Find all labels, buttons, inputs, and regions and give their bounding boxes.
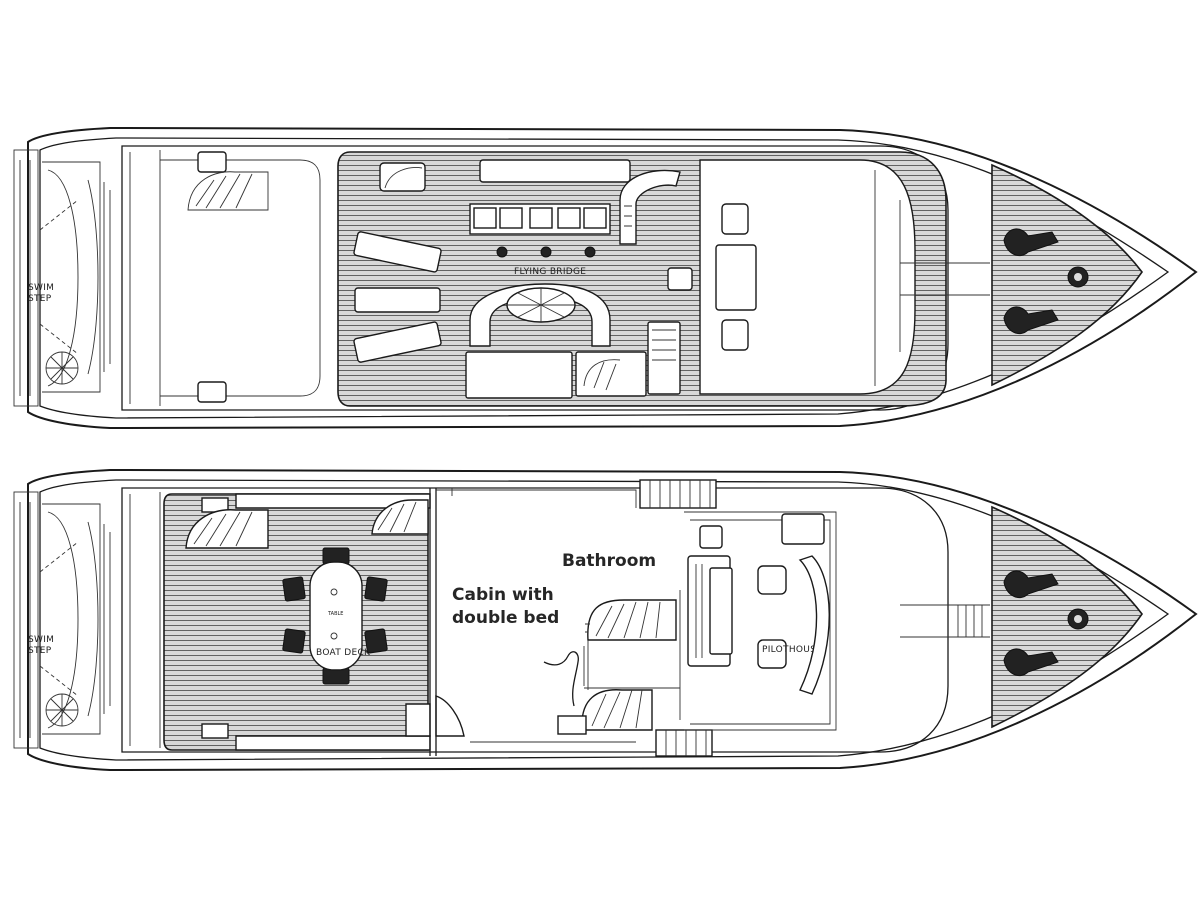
cabin-callout-line-2: double bed [452,608,560,628]
upper-hull-outline [27,126,1198,430]
upper-deck-plan: SWIM STEP [13,126,1198,430]
bridge-dinette [469,283,611,347]
main-swim-step-label-1: SWIM [28,635,54,645]
upper-swim-step-label-2: STEP [28,294,52,304]
table-label: TABLE [327,611,343,617]
main-hull-outline [27,468,1198,772]
sun-loungers [353,231,442,363]
upper-swim-step-label-1: SWIM [28,283,54,293]
main-hull-inner [39,479,1170,761]
main-deck-plan: SWIM STEP TABLE BOAT DECK [13,468,1198,772]
upper-superstructure [121,145,949,411]
bathroom-callout: Bathroom [562,551,657,571]
pilothouse-label: PILOTHOUSE [762,645,822,655]
main-swim-step-label-2: STEP [28,646,52,656]
main-foredeck [991,505,1143,729]
boat-deck-dining [282,547,388,685]
flying-bridge-label: FLYING BRIDGE [514,267,586,277]
pilothouse-settee [687,555,733,667]
bridge-bar [469,203,611,258]
upper-foredeck [991,163,1143,387]
cabin-stairs [581,599,677,731]
boat-deck-label: BOAT DECK [316,648,371,658]
upper-hull-inner [39,137,1170,419]
cabin-callout-line-1: Cabin with [452,585,554,605]
upper-swim-platform [13,149,39,407]
boat-deck [163,493,429,751]
